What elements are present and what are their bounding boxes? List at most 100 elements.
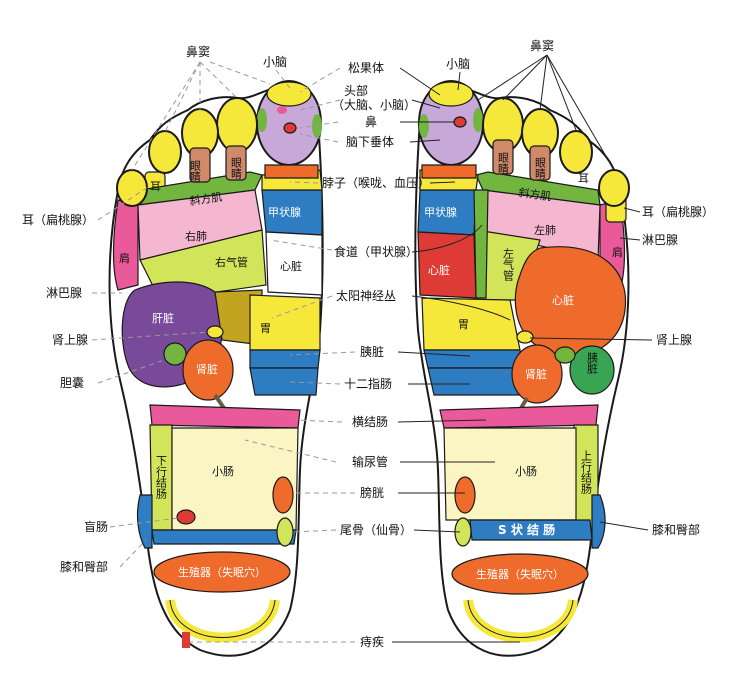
right-label-pancreas: 胰脏 <box>586 351 599 375</box>
label-left-cecum: 盲肠 <box>84 519 108 534</box>
left-label-kidney: 肾脏 <box>196 363 218 376</box>
left-toe-green-right <box>312 114 322 138</box>
left-hemorrhoid-mark <box>182 632 190 648</box>
right-side-labels: 小脑 鼻窦 耳（扁桃腺） 淋巴腺 肾上腺 膝和臀部 <box>446 38 714 537</box>
right-toe-green-left <box>419 114 429 138</box>
right-label-left-trachea: 左气管 <box>502 248 515 282</box>
label-left-knee-hip: 膝和臀部 <box>60 559 108 574</box>
right-eye-zone-2 <box>529 145 551 181</box>
right-bladder-zone <box>454 476 476 514</box>
label-pancreas: 胰脏 <box>360 344 384 359</box>
left-eye-zone-2 <box>225 145 247 181</box>
leader-lines <box>91 54 653 643</box>
right-label-trapezius: 斜方肌 <box>518 185 553 203</box>
left-label-right-lung: 右肺 <box>185 229 207 243</box>
left-label-heart: 心脏 <box>280 260 302 273</box>
label-left-lymph: 淋巴腺 <box>46 286 82 300</box>
right-toe-5 <box>598 169 630 207</box>
right-label-reproductive: 生殖器（失眠穴） <box>476 567 564 581</box>
label-right-sinus: 鼻窦 <box>530 38 554 53</box>
label-left-gallbladder: 胆囊 <box>60 375 84 390</box>
right-reproductive-zone <box>451 553 589 595</box>
right-label-heart-small: 心脏 <box>428 264 450 277</box>
left-label-descending-colon: 下行结肠 <box>155 455 168 500</box>
label-right-adrenal: 肾上腺 <box>656 333 692 347</box>
left-label-small-intestine: 小肠 <box>212 465 234 478</box>
right-label-kidney: 肾脏 <box>525 368 547 381</box>
left-coccyx-zone <box>276 517 294 547</box>
label-head-sub: （大脑、小脑） <box>332 98 416 112</box>
left-bladder-zone <box>272 476 294 514</box>
right-label-eye-1: 眼睛 <box>497 152 510 174</box>
label-esophagus: 食道（甲状腺） <box>334 244 418 259</box>
left-knee-zone <box>136 494 153 549</box>
label-nose: 鼻 <box>365 114 377 129</box>
left-toe-pink-dot <box>277 106 287 114</box>
left-big-toe-top <box>266 81 312 107</box>
left-toe-5 <box>116 169 148 207</box>
left-label-thyroid: 甲状腺 <box>268 205 301 219</box>
left-pancreas-zone <box>249 349 321 369</box>
label-coccyx: 尾骨（仙骨） <box>340 523 412 537</box>
left-label-shoulder: 肩 <box>119 251 130 265</box>
right-stomach-zone <box>421 297 521 351</box>
label-bladder: 膀胱 <box>360 485 384 500</box>
right-eye-zone-1 <box>492 139 514 175</box>
left-label-trapezius: 斜方肌 <box>188 190 223 208</box>
right-toe-4 <box>559 130 593 174</box>
left-eye-zone-1 <box>189 147 211 183</box>
right-label-thyroid: 甲状腺 <box>424 205 457 219</box>
right-kidney-zone <box>511 344 563 404</box>
left-foot-inner-labels: 眼睛 眼睛 耳 斜方肌 右肺 右气管 肩 甲状腺 心脏 肝脏 胃 肾脏 下行结肠… <box>119 157 302 579</box>
left-pituitary-dot <box>283 122 297 134</box>
left-reproductive-zone <box>153 551 291 593</box>
left-label-ear: 耳 <box>150 180 161 193</box>
left-foot <box>108 80 324 657</box>
right-toe-green-right <box>473 108 483 132</box>
right-foot-inner-labels: 眼睛 眼睛 耳 斜方肌 左肺 左气管 肩 甲状腺 心脏 心脏 胃 肾脏 胰脏 上… <box>424 152 623 581</box>
right-label-eye-2: 眼睛 <box>534 157 547 179</box>
right-knee-zone <box>591 494 606 549</box>
left-label-liver: 肝脏 <box>152 312 174 325</box>
label-solar-plexus: 太阳神经丛 <box>336 288 396 303</box>
left-label-eye-1: 眼睛 <box>189 160 202 182</box>
left-label-reproductive: 生殖器（失眠穴） <box>178 565 266 579</box>
label-ureter: 输尿管 <box>352 454 388 469</box>
right-pancreas-zone <box>569 345 615 395</box>
label-pituitary: 脑下垂体 <box>346 135 394 149</box>
left-side-labels: 鼻窦 小脑 耳（扁桃腺） 淋巴腺 肾上腺 胆囊 盲肠 膝和臀部 <box>22 44 287 574</box>
right-label-heart-big: 心脏 <box>552 294 574 307</box>
left-bottom-colon-zone <box>151 529 297 545</box>
right-foot <box>414 80 630 657</box>
left-gallbladder-zone <box>163 342 187 366</box>
right-label-sigmoid-colon: S 状 结 肠 <box>498 522 555 537</box>
left-shoulder-zone <box>112 199 139 291</box>
right-pancreas-band <box>423 349 523 369</box>
label-transverse-colon: 横结肠 <box>352 415 388 429</box>
label-right-cerebellum: 小脑 <box>446 57 470 71</box>
left-kidney-zone <box>182 339 234 401</box>
right-label-ascending-colon: 上行结肠 <box>580 450 593 495</box>
label-right-knee-hip: 膝和臀部 <box>652 522 700 537</box>
label-pineal: 松果体 <box>348 61 384 75</box>
right-pituitary-dot <box>453 116 467 128</box>
center-labels: 松果体 头部 （大脑、小脑） 鼻 脑下垂体 脖子（喉咙、血压） 食道（甲状腺） … <box>322 61 430 649</box>
left-duodenum-zone <box>249 367 319 396</box>
right-heart-small-zone <box>417 231 477 299</box>
left-label-right-trachea: 右气管 <box>215 255 248 269</box>
label-right-lymph: 淋巴腺 <box>642 233 678 247</box>
left-heart-zone <box>265 231 323 296</box>
left-toe-4 <box>148 130 182 174</box>
right-label-stomach: 胃 <box>458 318 469 331</box>
label-left-ear-tonsil: 耳（扁桃腺） <box>22 212 94 227</box>
right-label-shoulder: 肩 <box>612 245 623 259</box>
label-neck: 脖子（喉咙、血压） <box>322 176 430 190</box>
right-label-small-intestine: 小肠 <box>515 465 537 478</box>
right-big-toe-top <box>428 81 474 107</box>
right-label-ear: 耳 <box>578 172 589 185</box>
label-right-ear-tonsil: 耳（扁桃腺） <box>642 204 714 219</box>
label-duodenum: 十二指肠 <box>344 376 392 391</box>
left-toe-2 <box>216 97 258 153</box>
right-duodenum-band <box>427 367 523 396</box>
